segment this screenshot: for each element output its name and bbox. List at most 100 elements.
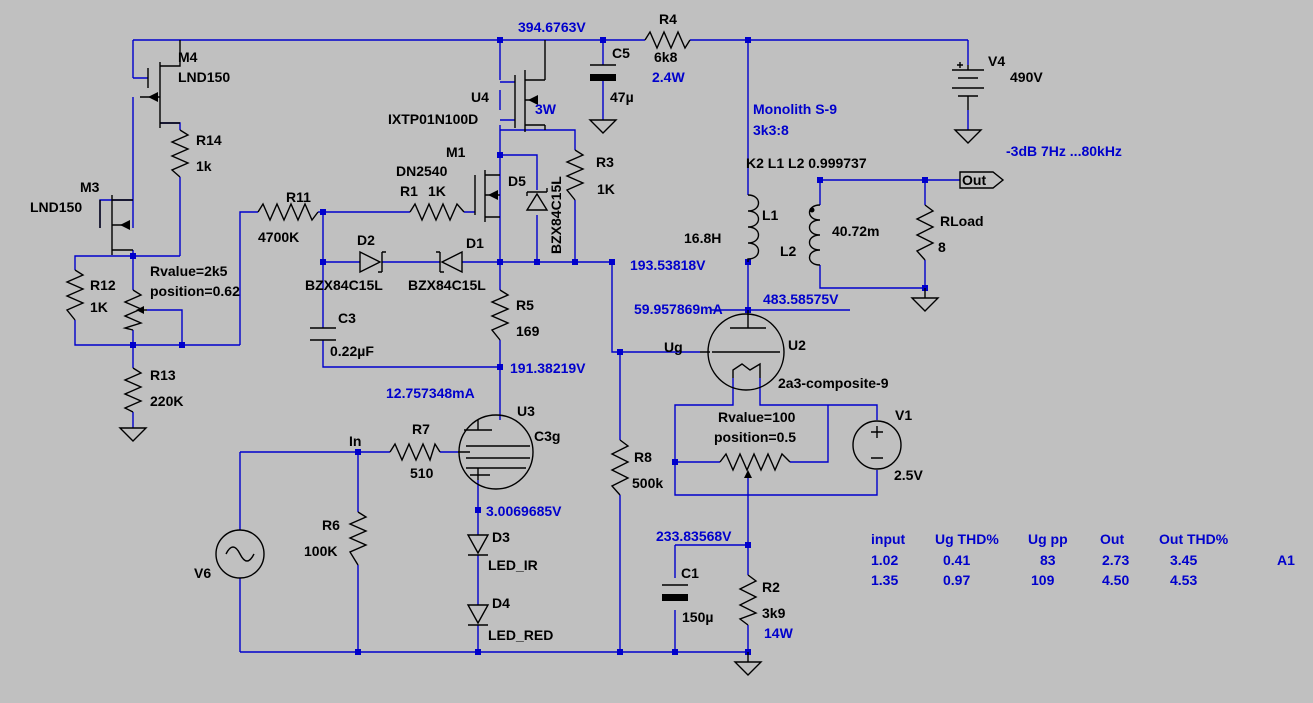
r4-resistor bbox=[644, 30, 691, 50]
d4-value: LED_RED bbox=[488, 627, 553, 643]
table-header: Out THD% bbox=[1159, 531, 1229, 547]
d5-value: BZX84C15L bbox=[548, 176, 564, 254]
u4-mosfet bbox=[514, 40, 546, 132]
rload-value: 8 bbox=[938, 239, 946, 255]
net-in: In bbox=[349, 433, 361, 449]
u2-value: 2a3-composite-9 bbox=[778, 375, 889, 391]
table-cell: 0.97 bbox=[943, 572, 970, 588]
table-header: Out bbox=[1100, 531, 1124, 547]
r2-value: 3k9 bbox=[762, 605, 786, 621]
r11-resistor bbox=[257, 202, 319, 222]
r12-resistor bbox=[65, 269, 85, 321]
ground-symbol bbox=[733, 652, 763, 676]
r2-power: 14W bbox=[764, 625, 794, 641]
table-cell: 109 bbox=[1031, 572, 1055, 588]
c3-value: 0.22µF bbox=[330, 343, 374, 359]
m4-ref: M4 bbox=[178, 49, 198, 65]
rload-resistor bbox=[915, 204, 935, 261]
v1-value: 2.5V bbox=[894, 467, 923, 483]
table-header: Ug THD% bbox=[935, 531, 999, 547]
r5-value: 169 bbox=[516, 323, 540, 339]
ground-symbol bbox=[910, 288, 940, 312]
pot2-position: position=0.5 bbox=[714, 429, 796, 445]
l1-value: 16.8H bbox=[684, 230, 721, 246]
out-port bbox=[959, 171, 1005, 189]
component-labels: M4 LND150 R14 1k M3 LND150 Rvalue=2k5 po… bbox=[30, 11, 1043, 643]
l1-inductor bbox=[747, 194, 760, 262]
u3-tube bbox=[458, 414, 534, 490]
r14-ref: R14 bbox=[196, 132, 222, 148]
d1-ref: D1 bbox=[466, 235, 484, 251]
r14-value: 1k bbox=[196, 158, 212, 174]
v4-ref: V4 bbox=[988, 53, 1005, 69]
table-cell: 3.45 bbox=[1170, 552, 1197, 568]
m3-value: LND150 bbox=[30, 199, 82, 215]
v6-sine-source bbox=[215, 529, 265, 579]
u4-power: 3W bbox=[535, 101, 557, 117]
v1-ref: V1 bbox=[895, 407, 912, 423]
d3-led bbox=[466, 534, 490, 556]
net-labels: 394.6763V 193.53818V 191.38219V 12.75734… bbox=[349, 19, 986, 544]
u2-ref: U2 bbox=[788, 337, 806, 353]
r8-resistor bbox=[610, 439, 630, 496]
u4-ref: U4 bbox=[471, 89, 489, 105]
net-u2-current: 59.957869mA bbox=[634, 301, 723, 317]
m4-mosfet bbox=[140, 40, 181, 128]
d3-value: LED_IR bbox=[488, 557, 538, 573]
r4-power: 2.4W bbox=[652, 69, 685, 85]
v6-ref: V6 bbox=[194, 565, 211, 581]
u4-value: IXTP01N100D bbox=[388, 111, 478, 127]
ground-symbol bbox=[588, 119, 618, 134]
l1-ref: L1 bbox=[762, 207, 779, 223]
c5-value: 47µ bbox=[610, 89, 634, 105]
table-cell: 4.53 bbox=[1170, 572, 1197, 588]
net-ug: Ug bbox=[664, 339, 683, 355]
r1-value: 1K bbox=[428, 183, 446, 199]
d5-zener bbox=[525, 188, 549, 211]
net-u2-anode: 483.58575V bbox=[763, 291, 839, 307]
m1-mosfet bbox=[474, 170, 500, 222]
r8-ref: R8 bbox=[634, 449, 652, 465]
pot2-potentiometer bbox=[719, 452, 791, 478]
table-tag: A1 bbox=[1277, 552, 1295, 568]
r4-ref: R4 bbox=[659, 11, 677, 27]
c3-ref: C3 bbox=[338, 310, 356, 326]
c5-ref: C5 bbox=[612, 45, 630, 61]
r1-resistor bbox=[409, 202, 465, 222]
u3-ref: U3 bbox=[517, 403, 535, 419]
r2-resistor bbox=[738, 574, 758, 626]
net-u3-current: 12.757348mA bbox=[386, 385, 475, 401]
d4-led bbox=[466, 604, 490, 626]
transformer-name: Monolith S-9 bbox=[753, 101, 837, 117]
r7-resistor bbox=[389, 442, 441, 462]
m1-ref: M1 bbox=[446, 144, 466, 160]
m4-value: LND150 bbox=[178, 69, 230, 85]
d1-zener bbox=[436, 250, 463, 274]
r11-value: 4700K bbox=[258, 229, 299, 245]
v4-value: 490V bbox=[1010, 69, 1043, 85]
net-b-plus: 394.6763V bbox=[518, 19, 586, 35]
r3-resistor bbox=[565, 149, 585, 201]
r12-ref: R12 bbox=[90, 277, 116, 293]
c5-capacitor bbox=[590, 64, 616, 81]
c1-ref: C1 bbox=[681, 565, 699, 581]
net-u3-cathode: 3.0069685V bbox=[486, 503, 562, 519]
r13-value: 220K bbox=[150, 393, 183, 409]
table-cell: 83 bbox=[1040, 552, 1056, 568]
d3-ref: D3 bbox=[492, 529, 510, 545]
transformer-coupling: K2 L1 L2 0.999737 bbox=[746, 155, 867, 171]
bandwidth-note: -3dB 7Hz ...80kHz bbox=[1006, 143, 1122, 159]
r5-resistor bbox=[490, 289, 510, 341]
r6-ref: R6 bbox=[322, 517, 340, 533]
r6-resistor bbox=[348, 511, 368, 566]
r13-resistor bbox=[123, 367, 143, 413]
u3-value: C3g bbox=[534, 428, 560, 444]
m3-mosfet bbox=[99, 195, 133, 255]
pot2-rvalue: Rvalue=100 bbox=[718, 409, 796, 425]
r2-ref: R2 bbox=[762, 579, 780, 595]
u2-tube bbox=[700, 310, 785, 391]
pot1-position: position=0.62 bbox=[150, 283, 240, 299]
net-out: Out bbox=[962, 172, 986, 188]
wires bbox=[74, 39, 969, 653]
